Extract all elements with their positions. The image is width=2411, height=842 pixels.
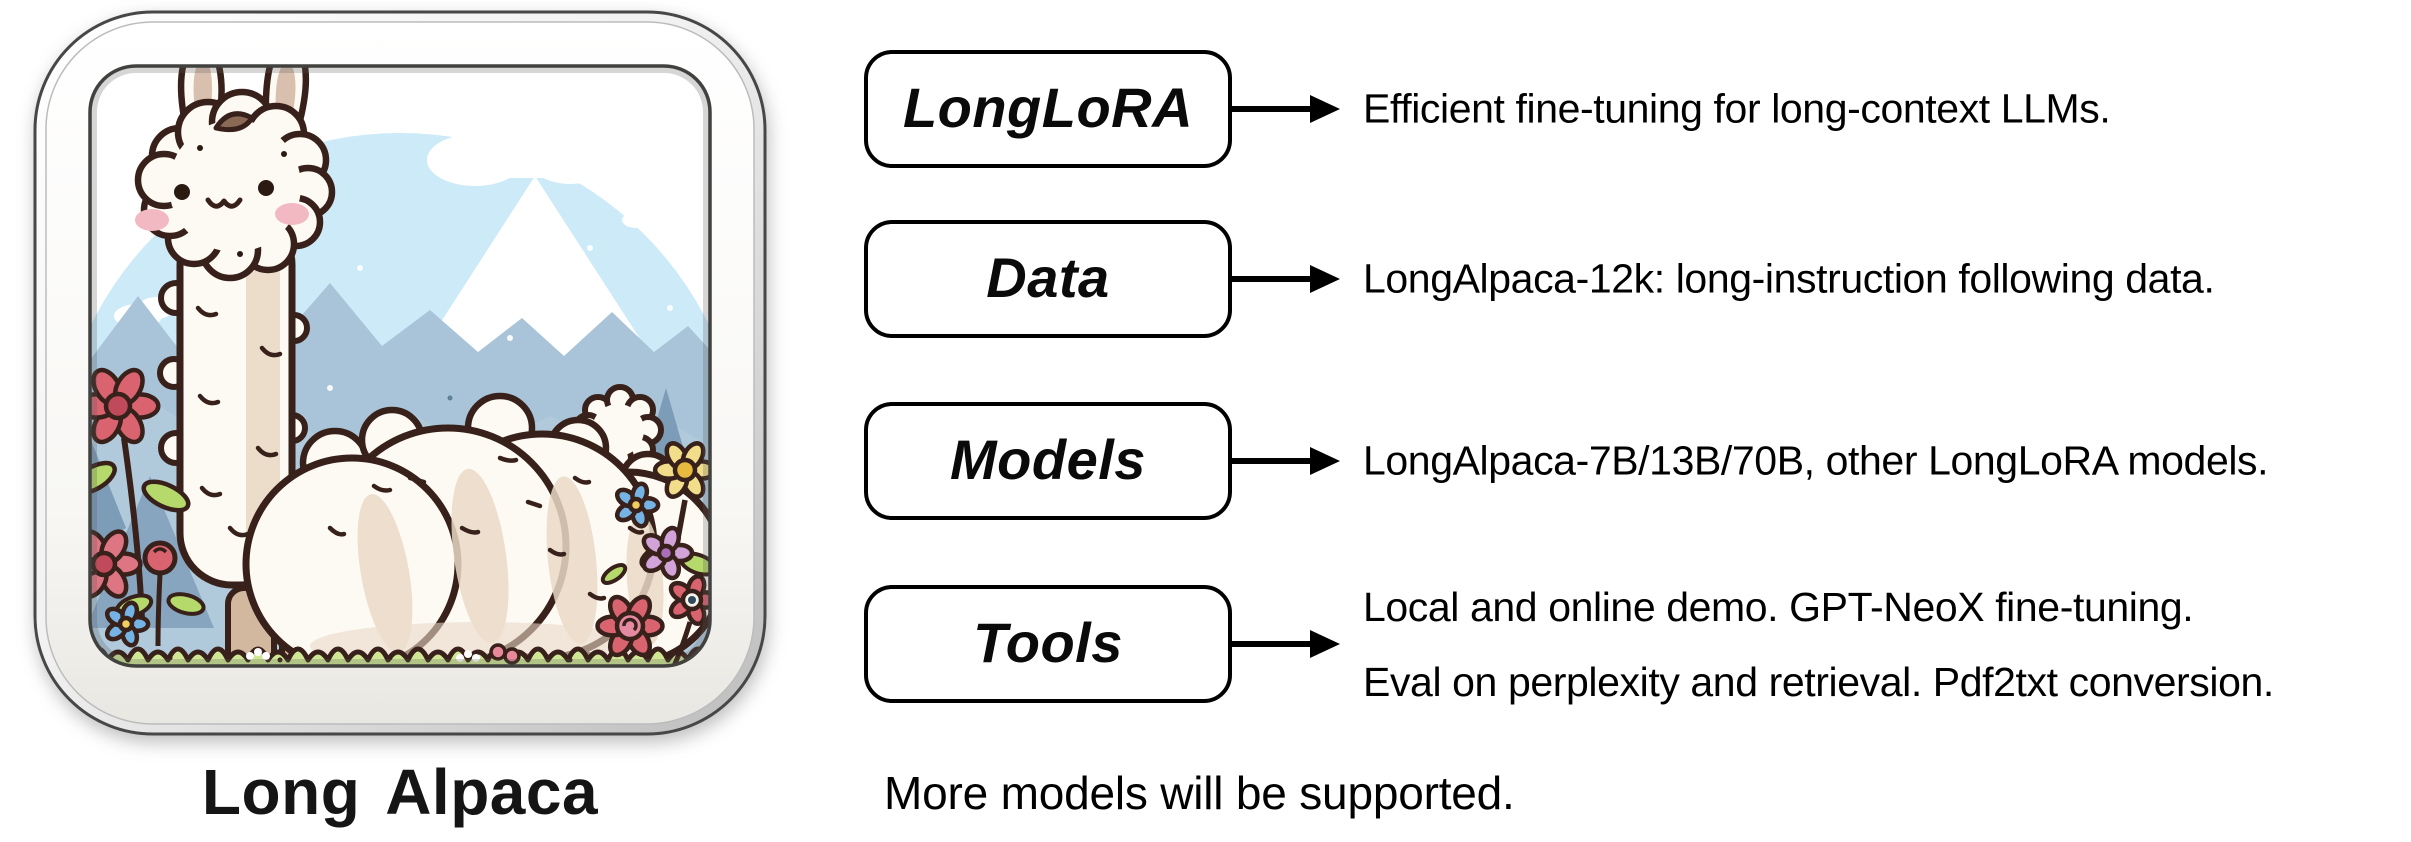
feature-description-line: Eval on perplexity and retrieval. Pdf2tx… <box>1363 659 2274 705</box>
feature-box-data: Data <box>864 220 1232 338</box>
feature-box-tools: Tools <box>864 585 1232 703</box>
feature-box-label: Data <box>986 245 1110 309</box>
feature-description: LongAlpaca-7B/13B/70B, other LongLoRA mo… <box>1363 424 2269 499</box>
feature-box-models: Models <box>864 402 1232 520</box>
arrow-right-icon <box>1232 630 1340 658</box>
feature-description: Local and online demo. GPT-NeoX fine-tun… <box>1363 570 2274 720</box>
feature-description: LongAlpaca-12k: long-instruction followi… <box>1363 242 2215 317</box>
feature-description: Efficient fine-tuning for long-context L… <box>1363 72 2111 147</box>
feature-box-label: Models <box>950 427 1146 491</box>
feature-box-label: Tools <box>973 610 1123 674</box>
feature-box-longlora: LongLoRA <box>864 50 1232 168</box>
feature-description-line: Local and online demo. GPT-NeoX fine-tun… <box>1363 584 2194 630</box>
feature-description-line: LongAlpaca-12k: long-instruction followi… <box>1363 255 2215 302</box>
arrow-right-icon <box>1232 265 1340 293</box>
arrow-right-icon <box>1232 447 1340 475</box>
feature-description-line: Efficient fine-tuning for long-context L… <box>1363 85 2111 132</box>
feature-box-label: LongLoRA <box>902 75 1194 139</box>
footer-note: More models will be supported. <box>884 767 1515 819</box>
feature-description-line: LongAlpaca-7B/13B/70B, other LongLoRA mo… <box>1363 437 2269 484</box>
icon-caption: Long Alpaca <box>201 756 599 828</box>
alpaca-illustration <box>33 10 767 736</box>
arrow-right-icon <box>1232 95 1340 123</box>
long-alpaca-app-icon <box>30 8 770 738</box>
